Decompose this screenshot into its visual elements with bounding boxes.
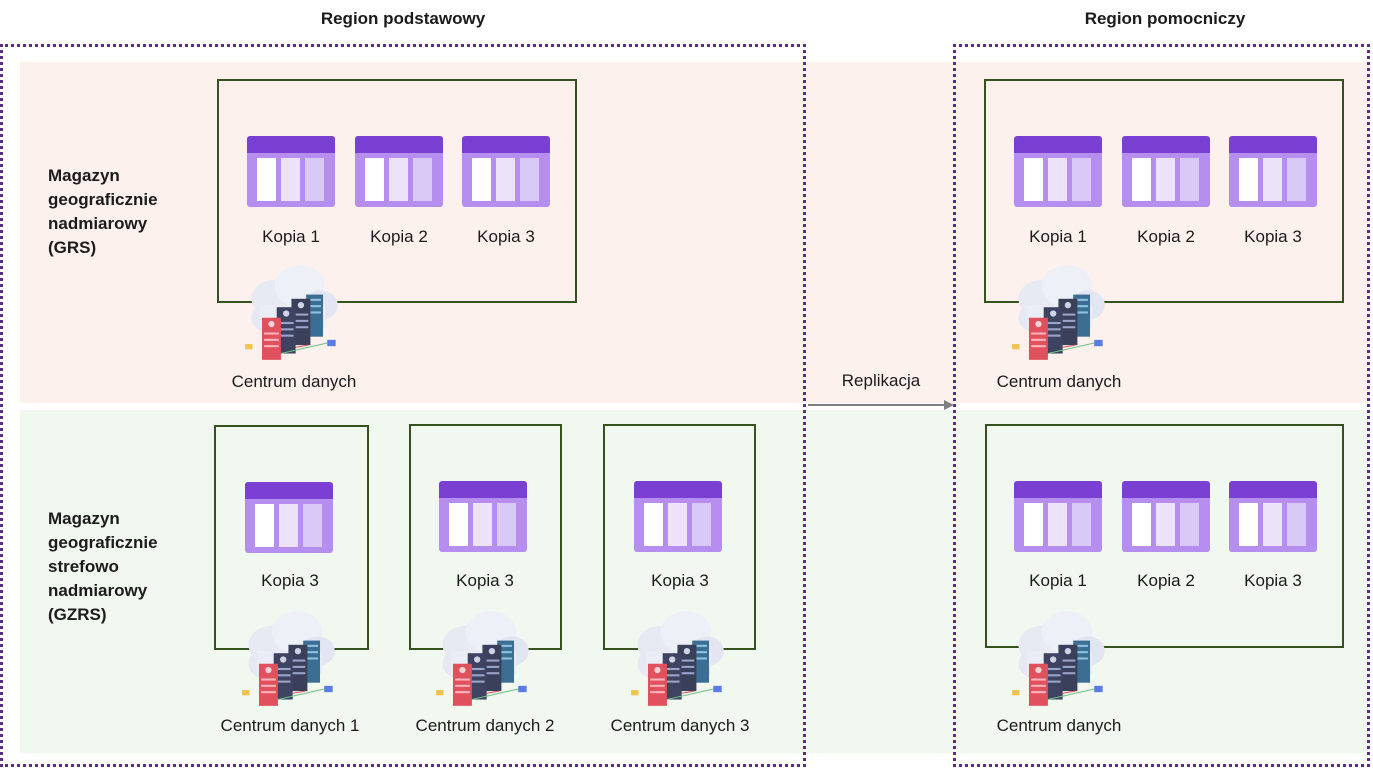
datacenter-cloud-icon: [1012, 264, 1106, 361]
datacenter-label: Centrum danych: [996, 372, 1122, 391]
replication-arrow: [808, 400, 954, 410]
copy-label: Kopia 2: [1137, 227, 1195, 246]
grs-band: [20, 62, 1370, 403]
primary-grs-datacenter-box: [217, 79, 577, 303]
grs-label-line: nadmiarowy: [48, 214, 148, 233]
grs-label-line: geograficznie: [48, 190, 158, 209]
gzrs-band: [20, 410, 1370, 753]
gzrs-label-line: strefowo: [48, 557, 119, 576]
datacenter-label: Centrum danych 3: [610, 716, 750, 735]
primary-region-title: Region podstawowy: [320, 9, 486, 28]
copy-label: Kopia 3: [456, 571, 514, 590]
storage-account-icon: [1014, 481, 1102, 552]
copy-label: Kopia 3: [261, 571, 319, 590]
secondary-region: [953, 44, 1370, 767]
copy-label: Kopia 3: [651, 571, 709, 590]
datacenter-label: Centrum danych 1: [220, 716, 360, 735]
datacenter-cloud-icon: [1012, 610, 1106, 707]
storage-account-icon: [634, 481, 722, 552]
primary-region: [0, 44, 806, 767]
storage-account-icon: [1229, 481, 1317, 552]
storage-account-icon: [247, 136, 335, 207]
gzrs-row-label: Magazyn geograficznie strefowo nadmiarow…: [48, 507, 158, 627]
datacenter-cloud-icon: [436, 610, 530, 707]
storage-account-icon: [1014, 136, 1102, 207]
storage-account-icon: [355, 136, 443, 207]
secondary-region-title: Region pomocniczy: [1084, 9, 1246, 28]
grs-label-line: Magazyn: [48, 166, 120, 185]
storage-account-icon: [1122, 481, 1210, 552]
datacenter-cloud-icon: [631, 610, 725, 707]
copy-label: Kopia 2: [1137, 571, 1195, 590]
secondary-gzrs-datacenter-box: [985, 424, 1344, 648]
copy-label: Kopia 1: [1029, 571, 1087, 590]
replication-label: Replikacja: [841, 371, 921, 390]
storage-account-icon: [1229, 136, 1317, 207]
datacenter-cloud-icon: [242, 610, 336, 707]
datacenter-label: Centrum danych: [231, 372, 357, 391]
gzrs-label-line: nadmiarowy: [48, 581, 148, 600]
copy-label: Kopia 2: [370, 227, 428, 246]
grs-label-line: (GRS): [48, 238, 97, 257]
gzrs-label-line: (GZRS): [48, 605, 107, 624]
copy-label: Kopia 3: [477, 227, 535, 246]
copy-label: Kopia 1: [1029, 227, 1087, 246]
secondary-grs-datacenter-box: [984, 79, 1344, 303]
copy-label: Kopia 3: [1244, 571, 1302, 590]
grs-row-label: Magazyn geograficznie nadmiarowy (GRS): [48, 164, 158, 260]
datacenter-label: Centrum danych 2: [415, 716, 555, 735]
gzrs-label-line: Magazyn: [48, 509, 120, 528]
storage-account-icon: [439, 481, 527, 552]
storage-account-icon: [245, 482, 333, 553]
storage-account-icon: [462, 136, 550, 207]
storage-account-icon: [1122, 136, 1210, 207]
datacenter-label: Centrum danych: [996, 716, 1122, 735]
datacenter-cloud-icon: [245, 264, 339, 361]
copy-label: Kopia 1: [262, 227, 320, 246]
copy-label: Kopia 3: [1244, 227, 1302, 246]
gzrs-label-line: geograficznie: [48, 533, 158, 552]
